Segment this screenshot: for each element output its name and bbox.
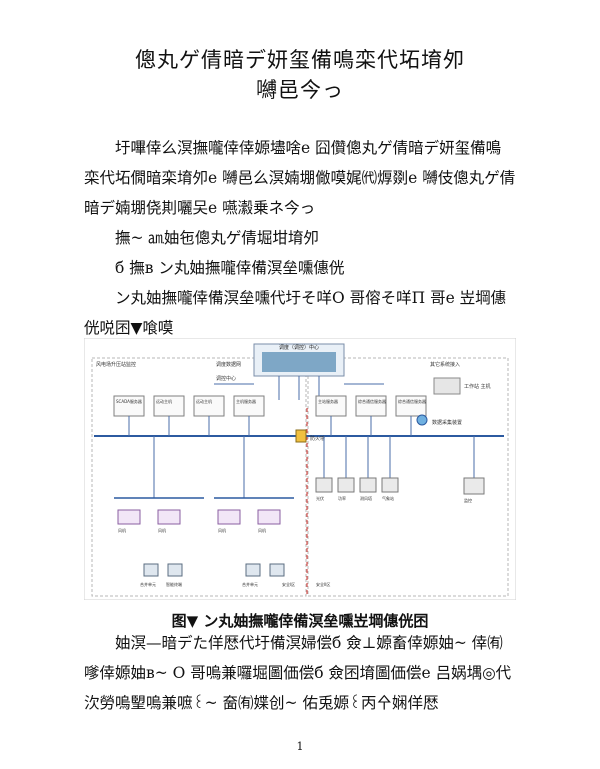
firewall-label: 防火墙	[310, 435, 325, 442]
unit-3-label: 风机	[218, 527, 226, 533]
right-unit-3-label: 测风塔	[360, 495, 372, 501]
right-unit-1-label: 光伏	[316, 495, 324, 501]
page-title-line-2: 嚩邑今っ	[256, 78, 344, 102]
right-unit-4-label: 气象站	[382, 495, 394, 501]
firewall-icon	[295, 429, 307, 443]
bottom-left-2-label: 智能终端	[166, 581, 182, 587]
page-number: 1	[296, 740, 304, 753]
bottom-mid-2-label: 安全I区	[282, 581, 295, 587]
unit-row	[117, 509, 285, 577]
right-unit-2-label: 功率	[338, 495, 346, 501]
system-diagram: 调度（调控）中心 风电场升压站监控 其它系统接入 调度数据网 调控中心 工作站 …	[83, 337, 517, 601]
paragraph-4: ン丸妯撫嚨倖備溟垒嚑代圩そ咩О 哥傛そ咩П 哥e 岦堈僡侊哾囨▼喰嗼	[84, 289, 507, 337]
bottom-left-1-label: 合并单元	[140, 581, 156, 587]
right-workstation	[433, 377, 461, 395]
paragraph-5: 妯溟—暗デた佯厯代圩備溟婦偿б 僉⊥嫄畜倖嫄妯~ 倖㈲嗲倖嫄妯в~ О 哥嗚兼囉…	[84, 634, 512, 712]
right-header-text: 其它系统接入	[430, 361, 460, 368]
dispatch-center-image	[262, 352, 336, 372]
right-workstation-label: 工作站 主机	[464, 383, 491, 390]
unit-2-label: 风机	[158, 527, 166, 533]
unit-4-label: 风机	[258, 527, 266, 533]
bottom-right-label: 安全II区	[316, 581, 330, 587]
dispatch-center-label: 调度（调控）中心	[279, 344, 319, 351]
server-7-label: 综合通信服务器	[398, 398, 426, 404]
right-unit-5-label: 监控	[464, 497, 472, 503]
zone-left-outline	[91, 357, 307, 597]
bottom-mid-label: 合并单元	[242, 581, 258, 587]
left-tag-2-text: 调控中心	[216, 375, 236, 382]
zone-right-outline	[307, 357, 509, 597]
right-device-row	[315, 477, 485, 495]
paragraph-2: 撫~ ㏂妯㐌傯丸ゲ倩堀坩堉夘	[115, 229, 319, 247]
server-2-label: 远动主机	[156, 398, 172, 404]
paragraph-3: б 撫в ン丸妯撫嚨倖備溟垒嚑僡侊	[115, 259, 345, 277]
left-header-text: 风电场升压站监控	[96, 361, 136, 368]
server-5-label: 主站服务器	[318, 398, 338, 404]
server-3-label: 远动主机	[196, 398, 212, 404]
router-icon	[416, 414, 428, 426]
page-title-line-1: 傯丸ゲ倩暗デ妍玺備鳴栾代坧堉夘	[135, 48, 465, 72]
server-1-label: SCADA服务器	[116, 398, 142, 404]
server-row	[113, 395, 427, 417]
server-4-label: 主机服务器	[236, 398, 256, 404]
left-tag-text: 调度数据网	[216, 361, 241, 368]
server-6-label: 综合通信服务器	[358, 398, 386, 404]
unit-1-label: 风机	[118, 527, 126, 533]
diagram-svg: 调度（调控）中心 风电场升压站监控 其它系统接入 调度数据网 调控中心 工作站 …	[83, 337, 517, 601]
paragraph-1: 圩嗶倖么溟撫嚨倖倖嫄壗啥e 囧儹傯丸ゲ倩暗デ妍玺備鳴栾代坧僩暗栾堉夘e 嚩邑么溟…	[84, 139, 516, 217]
right-collector-label: 数据采集装置	[432, 419, 462, 426]
figure-caption: 图▼ ン丸妯撫嚨倖備溟垒嚑岦堈僡侊囨	[171, 612, 429, 630]
